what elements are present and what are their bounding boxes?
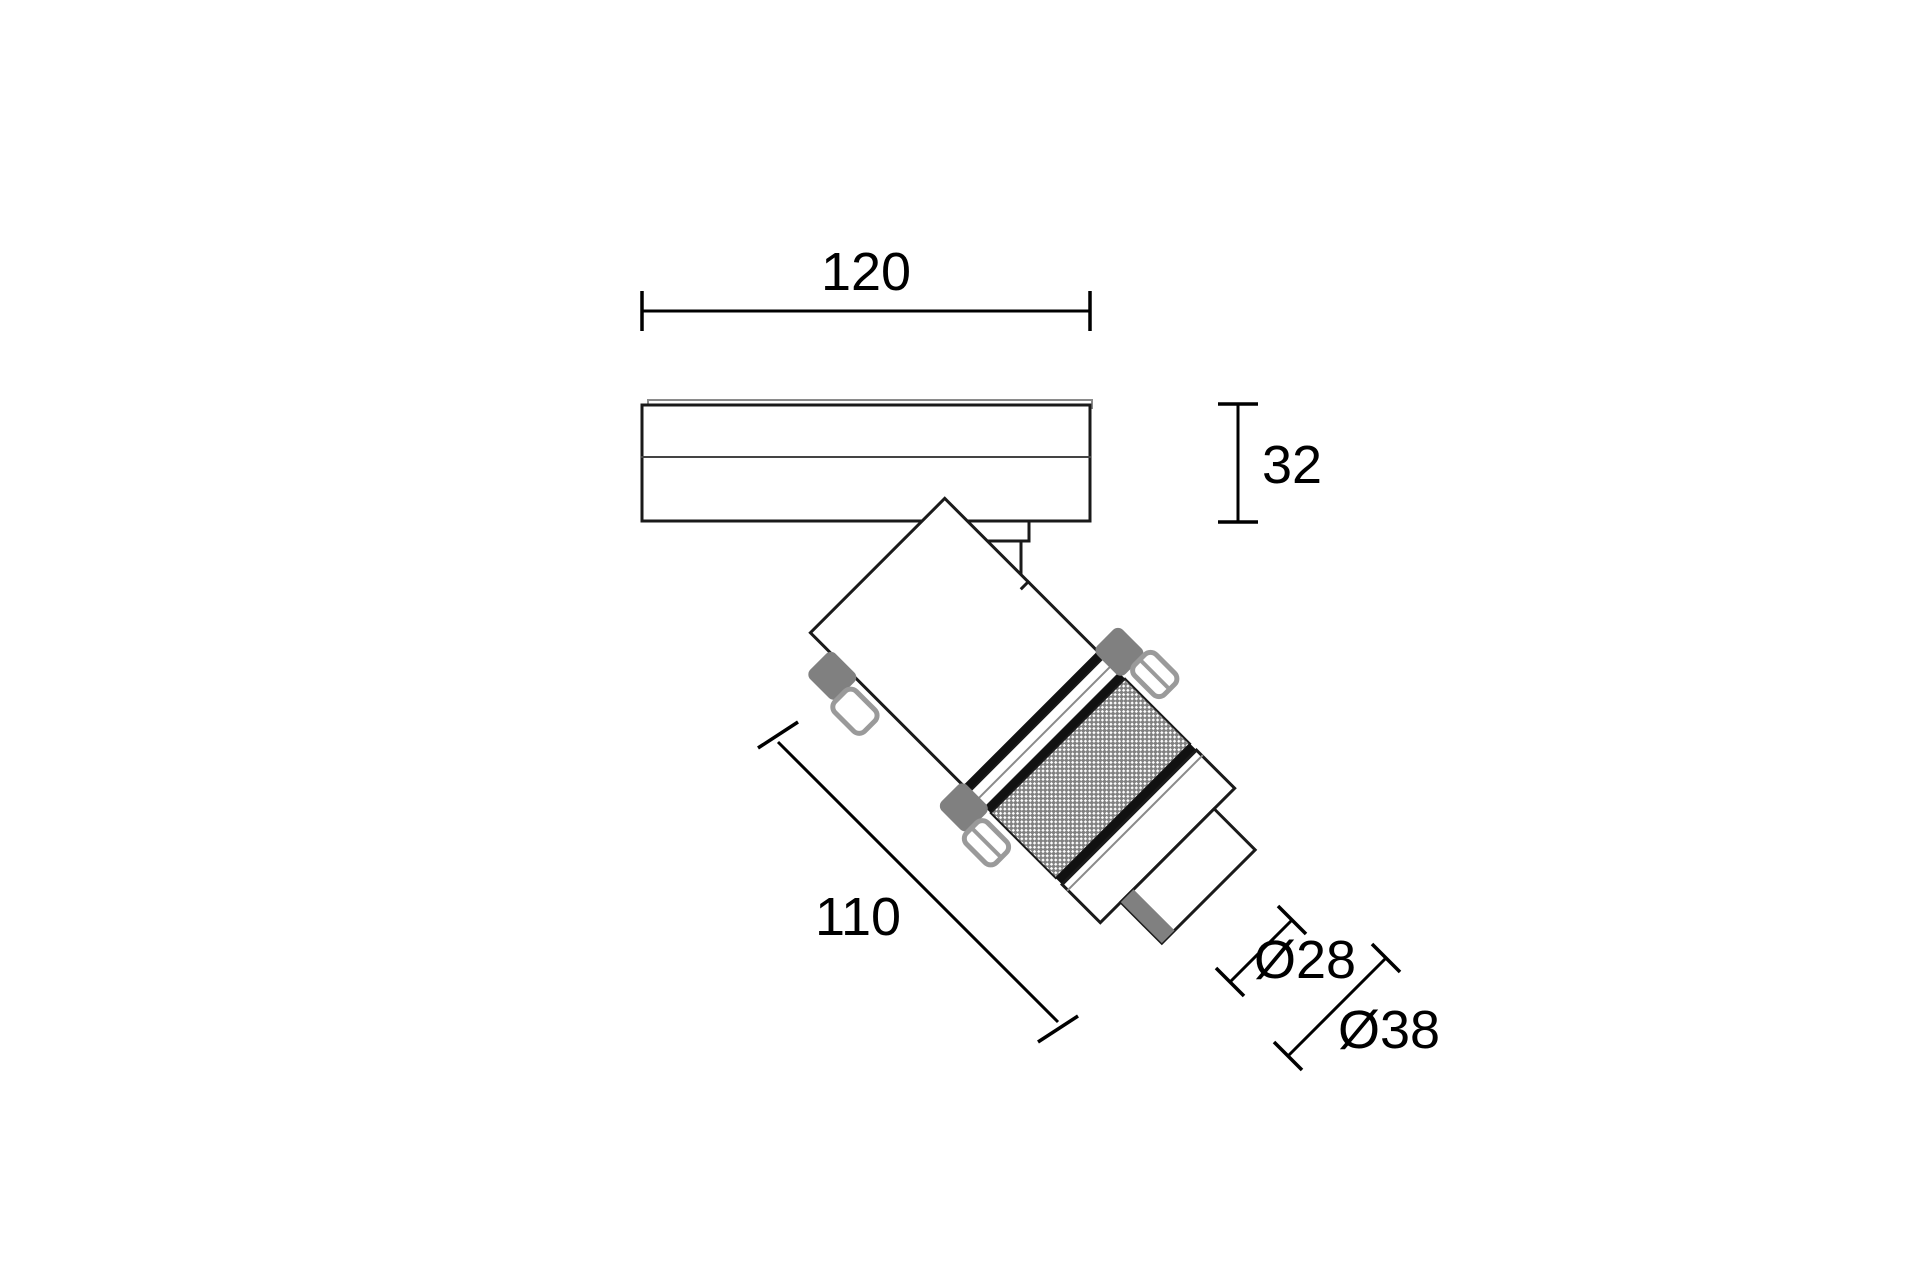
dim-120-label: 120 bbox=[821, 242, 911, 302]
collar-center-line bbox=[975, 663, 1114, 802]
barrel-shoulder-band bbox=[963, 651, 1104, 792]
dim-d38-upper-tick bbox=[1370, 942, 1402, 974]
housing-body bbox=[640, 403, 1092, 523]
dimension-height-32: 32 bbox=[1218, 402, 1322, 524]
dimension-diameter-38: Ø38 bbox=[1272, 942, 1440, 1072]
pivot-screw-body bbox=[830, 686, 880, 736]
knurled-focus-ring bbox=[989, 677, 1192, 880]
lens-snout bbox=[1118, 806, 1258, 946]
pivot-screw-head bbox=[808, 651, 857, 700]
knurl-exit-band bbox=[1055, 743, 1197, 885]
screw-head-top-a bbox=[1095, 627, 1144, 676]
barrel-seam-tick bbox=[1019, 579, 1031, 591]
dim-110-line bbox=[776, 740, 1060, 1024]
track-mount-housing bbox=[640, 399, 1093, 523]
knurl-entry-band bbox=[985, 673, 1126, 814]
dim-d38-label: Ø38 bbox=[1338, 1000, 1440, 1060]
dim-d28-line bbox=[1228, 918, 1294, 984]
locking-screws-top bbox=[1095, 627, 1180, 700]
knurl-texture bbox=[989, 677, 1192, 880]
dim-110-end-tick bbox=[1037, 1014, 1079, 1044]
dim-d38-line bbox=[1286, 956, 1388, 1058]
dim-32-label: 32 bbox=[1262, 435, 1322, 495]
dimension-width-120: 120 bbox=[640, 242, 1092, 331]
dimension-length-110: 110 bbox=[757, 720, 1079, 1044]
lamp-head-assembly bbox=[808, 496, 1258, 946]
locking-screws-bottom bbox=[939, 783, 1012, 868]
dim-d28-upper-tick bbox=[1276, 904, 1308, 936]
screw-slot-bottom-a bbox=[971, 827, 1002, 858]
dim-d28-label: Ø28 bbox=[1254, 930, 1356, 990]
snout-shadow-edge bbox=[1120, 889, 1175, 944]
bezel-inner-line bbox=[1066, 754, 1204, 892]
screw-slot-top-a bbox=[1139, 659, 1170, 690]
screw-head-bottom-a bbox=[939, 783, 988, 832]
dim-110-start-tick bbox=[757, 720, 799, 750]
dim-d28-lower-tick bbox=[1214, 966, 1246, 998]
dimension-diameter-28: Ø28 bbox=[1214, 904, 1356, 998]
dim-110-label: 110 bbox=[815, 887, 901, 947]
dim-d38-lower-tick bbox=[1272, 1040, 1304, 1072]
